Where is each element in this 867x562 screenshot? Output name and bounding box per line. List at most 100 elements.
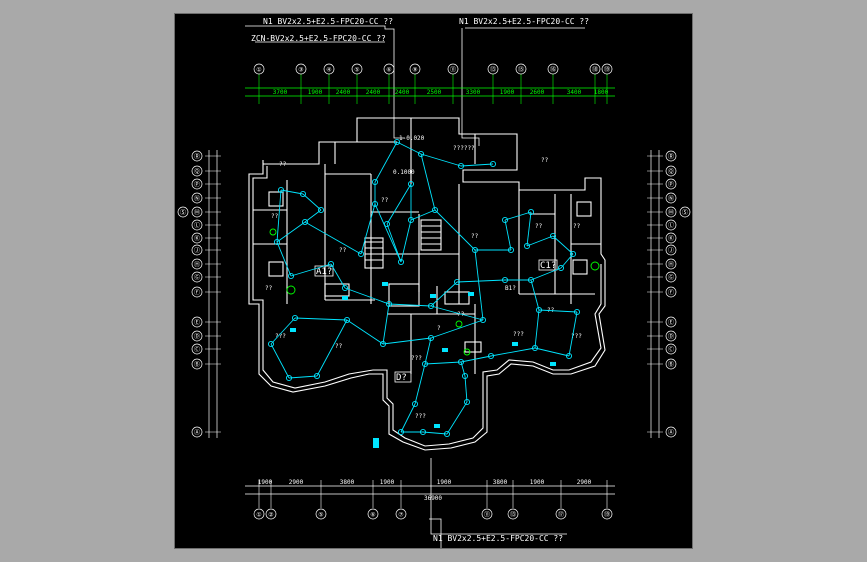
dimension-value: 1900 [530, 479, 545, 486]
axis-label: ⑰ [558, 511, 564, 519]
axis-bubble [515, 63, 527, 75]
axis-label: ⑤ [318, 512, 323, 519]
axis-bubble [177, 206, 189, 218]
room-label: ??? [571, 333, 582, 340]
axis-label: Ⓗ [668, 261, 674, 269]
axis-bubble [665, 330, 677, 342]
room-label: ?? [573, 223, 581, 230]
zcn-cable-note-top: ZCN-BV2x2.5+E2.5-FPC20-CC ?? [251, 34, 386, 43]
axis-bubble [253, 63, 265, 75]
building-walls [248, 117, 606, 451]
dimension-value: 2400 [366, 89, 381, 96]
axis-bubble [191, 358, 203, 370]
axis-label: Ⓗ [194, 261, 200, 269]
light-fixture-icon [471, 246, 479, 254]
axis-label: Ⓝ [194, 195, 200, 203]
light-fixture-icon [383, 220, 391, 228]
light-fixture-icon [327, 260, 335, 268]
axis-bubble [191, 244, 203, 256]
axis-label: Ⓡ [668, 153, 674, 161]
drawing-canvas[interactable]: N1 BV2x2.5+E2.5-FPC20-CC ?? ZCN-BV2x2.5+… [174, 13, 693, 549]
dimension-value: 1800 [594, 89, 609, 96]
axis-label: ④ [326, 67, 331, 74]
unit-label-d: D? [396, 373, 407, 383]
dimension-value: 3400 [567, 89, 582, 96]
light-fixture-icon [507, 246, 515, 254]
electrical-fixtures [267, 138, 581, 438]
light-fixture-icon [457, 358, 465, 366]
light-fixture-icon [569, 250, 577, 258]
axis-bubble [351, 63, 363, 75]
switch-icon [434, 424, 440, 428]
room-label: ?? [279, 161, 287, 168]
light-fixture-icon [421, 360, 429, 368]
unit-label-c: C1? [540, 261, 556, 271]
light-fixture-icon [487, 352, 495, 360]
switch-icon [468, 292, 474, 296]
axis-bubble [447, 63, 459, 75]
room-label: ??? [411, 355, 422, 362]
dimension-value: 1900 [437, 479, 452, 486]
axis-bubble [601, 508, 613, 520]
axis-label: ⑥ [370, 512, 375, 519]
room-label: ?? [381, 197, 389, 204]
axis-label: ⑪ [450, 66, 456, 74]
dimension-value: 2400 [336, 89, 351, 96]
axis-bubble [665, 244, 677, 256]
light-fixture-icon [371, 200, 379, 208]
light-fixture-icon [479, 316, 487, 324]
axis-label: ⑨ [412, 67, 417, 74]
room-label: ?? [535, 223, 543, 230]
light-fixture-icon [557, 264, 565, 272]
axis-label: Ⓡ [194, 153, 200, 161]
axis-label: Ⓑ [668, 361, 674, 369]
axis-bubble [191, 206, 203, 218]
light-fixture-icon [565, 352, 573, 360]
axis-label: Ⓢ [682, 209, 688, 217]
axis-bubble [665, 206, 677, 218]
axis-label: Ⓛ [194, 222, 200, 230]
dimension-value: 2600 [530, 89, 545, 96]
light-fixture-icon [273, 238, 281, 246]
axis-label: ② [268, 512, 273, 519]
switch-icon [430, 294, 436, 298]
axis-label: ① [256, 512, 261, 519]
axis-bubble [679, 206, 691, 218]
electrical-wiring [270, 141, 578, 435]
axis-bubble [665, 192, 677, 204]
dimension-value: 2500 [427, 89, 442, 96]
light-fixture-icon [301, 218, 309, 226]
axis-label: Ⓐ [194, 429, 200, 437]
room-label: ?? [271, 213, 279, 220]
axis-label: Ⓒ [668, 346, 674, 354]
room-label: ?? [471, 233, 479, 240]
dimension-value: 1900 [500, 89, 515, 96]
axis-label: ① [256, 67, 261, 74]
light-fixture-icon [407, 216, 415, 224]
light-fixture-icon [343, 316, 351, 324]
light-fixture-icon [531, 344, 539, 352]
light-fixture-icon [379, 340, 387, 348]
axis-label: Ⓛ [668, 222, 674, 230]
axis-bubble [323, 63, 335, 75]
axis-label: Ⓖ [194, 274, 200, 282]
room-label: ??? [275, 333, 286, 340]
light-fixture-icon [371, 178, 379, 186]
unit-label-a: A1? [316, 267, 332, 277]
axis-bubble [315, 508, 327, 520]
axis-label: Ⓕ [668, 289, 674, 297]
switch-icon [342, 296, 348, 300]
axis-label: ⑪ [484, 511, 490, 519]
room-label: ?? [339, 247, 347, 254]
axis-bubble [395, 508, 407, 520]
dimension-value: 1900 [308, 89, 323, 96]
room-label: ??? [513, 331, 524, 338]
light-fixture-icon [313, 372, 321, 380]
axis-bubble [383, 63, 395, 75]
axis-bubble [191, 330, 203, 342]
axis-label: ⑬ [510, 511, 516, 519]
axis-label: Ⓑ [194, 361, 200, 369]
axis-label: ⑦ [398, 512, 403, 519]
